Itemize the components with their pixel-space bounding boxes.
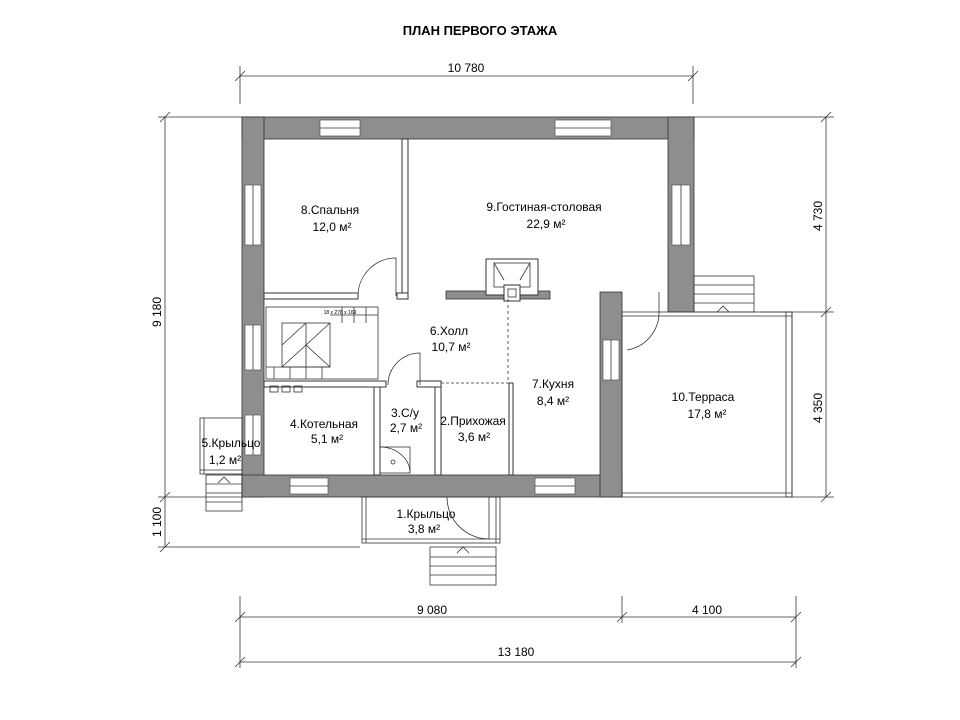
room-5-name: 5.Крыльцо: [202, 436, 261, 450]
staircase: 18 x 278 x 169: [265, 306, 379, 393]
room-10-area: 17,8 м²: [688, 407, 727, 421]
front-porch: [361, 496, 501, 586]
interior-partitions: [263, 138, 551, 476]
bath-door: [387, 352, 421, 386]
room-7-name: 7.Кухня: [532, 377, 574, 391]
room-3-area: 2,7 м²: [390, 421, 422, 435]
room-9-area: 22,9 м²: [527, 217, 566, 231]
room-6-area: 10,7 м²: [432, 340, 471, 354]
room-labels: 8.Спальня 12,0 м² 9.Гостиная-столовая 22…: [202, 200, 735, 536]
room-4-name: 4.Котельная: [290, 417, 358, 431]
dimension-right: 4 730 4 350: [690, 111, 834, 503]
dimension-bottom-total-label: 13 180: [498, 645, 535, 659]
room-8-name: 8.Спальня: [301, 203, 359, 217]
room-3-name: 3.С/у: [391, 406, 419, 420]
plan-title: ПЛАН ПЕРВОГО ЭТАЖА: [403, 23, 558, 38]
dimension-left: 9 180 1 100: [150, 111, 360, 553]
dimension-bottom-right-label: 4 100: [692, 603, 722, 617]
room-10-name: 10.Терраса: [672, 390, 735, 404]
shower: [379, 446, 411, 474]
dimension-porch-label: 1 100: [150, 507, 164, 537]
bedroom-door: [357, 257, 397, 297]
dimension-bottom: 9 080 4 100 13 180: [234, 596, 802, 668]
dimension-bottom-left-label: 9 080: [417, 603, 447, 617]
dimension-right-lower-label: 4 350: [811, 393, 825, 423]
stair-note: 18 x 278 x 169: [324, 310, 357, 316]
dimension-right-upper-label: 4 730: [811, 201, 825, 231]
room-4-area: 5,1 м²: [311, 432, 343, 446]
windows: [244, 119, 691, 495]
side-porch: [199, 417, 243, 512]
room-8-area: 12,0 м²: [313, 220, 352, 234]
room-2-name: 2.Прихожая: [440, 414, 506, 428]
room-7-area: 8,4 м²: [537, 394, 569, 408]
terrace: [621, 275, 793, 498]
room-9-name: 9.Гостиная-столовая: [486, 200, 601, 214]
room-6-name: 6.Холл: [430, 324, 468, 338]
room-1-name: 1.Крыльцо: [397, 507, 456, 521]
room-1-area: 3,8 м²: [408, 522, 440, 536]
room-2-area: 3,6 м²: [458, 430, 490, 444]
dimension-top-label: 10 780: [448, 61, 485, 75]
room-5-area: 1,2 м²: [209, 453, 241, 467]
dimension-left-label: 9 180: [150, 297, 164, 327]
dimension-top: 10 780: [234, 61, 699, 104]
